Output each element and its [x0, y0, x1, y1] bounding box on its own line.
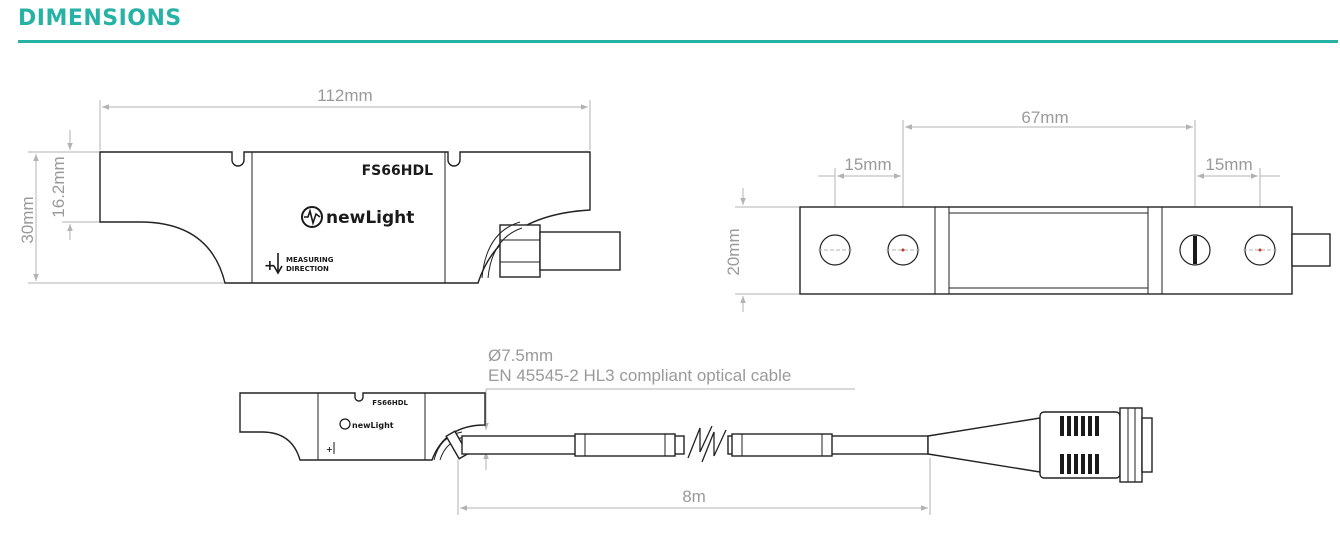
cable-model-label: FS66HDL	[372, 399, 408, 407]
front-sensor-body	[99, 151, 591, 284]
logo-wave-icon	[339, 418, 351, 430]
cable-view: Ø7.5mm EN 45545-2 HL3 compliant optical …	[239, 346, 1153, 515]
cable-sensor-body	[239, 392, 486, 461]
front-recess-label: 16.2mm	[49, 156, 68, 217]
cable-sleeve-left	[574, 433, 676, 457]
top-sensor-body	[799, 206, 1293, 295]
top-cable-stub	[1291, 233, 1331, 267]
top-spacing-label: 67mm	[1021, 108, 1068, 127]
top-left-offset-label: 15mm	[844, 155, 891, 174]
cable-length-label: 8m	[682, 487, 706, 506]
front-logo-text: newLight	[326, 208, 414, 228]
front-cable-nut	[499, 224, 541, 278]
cable-logo: newLight	[339, 418, 394, 430]
top-mounting-hole	[818, 234, 852, 266]
front-cable-stub	[539, 231, 621, 271]
cable-connector-body	[1039, 411, 1121, 479]
cable-description-label: EN 45545-2 HL3 compliant optical cable	[488, 366, 791, 385]
cable-sleeve-right	[731, 433, 833, 457]
direction-label-1: MEASURING	[286, 256, 334, 264]
cable-connector-tip	[1141, 417, 1153, 473]
front-height-label: 30mm	[18, 196, 37, 243]
top-view: 67mm 15mm 15mm 20mm	[724, 108, 1331, 312]
top-mounting-hole	[886, 234, 920, 266]
cable-connector-strain-relief	[927, 417, 1041, 473]
cable-break-symbol	[687, 425, 713, 459]
top-mounting-hole	[1179, 234, 1211, 266]
front-logo: newLight	[301, 206, 414, 228]
front-model-label: FS66HDL	[362, 163, 433, 179]
cable-diameter-label: Ø7.5mm	[488, 346, 553, 365]
section-heading: DIMENSIONS	[18, 6, 182, 31]
heading-underline	[18, 40, 1338, 43]
top-mounting-hole	[1243, 234, 1277, 266]
top-right-offset-label: 15mm	[1205, 155, 1252, 174]
top-height-label: 20mm	[724, 228, 743, 275]
front-direction-marker: + MEASURING DIRECTION	[264, 253, 334, 275]
cable-logo-text: newLight	[352, 421, 394, 430]
direction-label-2: DIRECTION	[286, 265, 329, 273]
cable-direction-sign: +	[326, 445, 333, 454]
front-view: 112mm 30mm 16.2mm FS66HDL newLight +	[18, 86, 621, 284]
cable-connector-nut	[1119, 407, 1143, 483]
logo-wave-icon	[301, 206, 323, 228]
front-width-label: 112mm	[317, 86, 372, 105]
direction-plus-sign: +	[264, 258, 276, 274]
